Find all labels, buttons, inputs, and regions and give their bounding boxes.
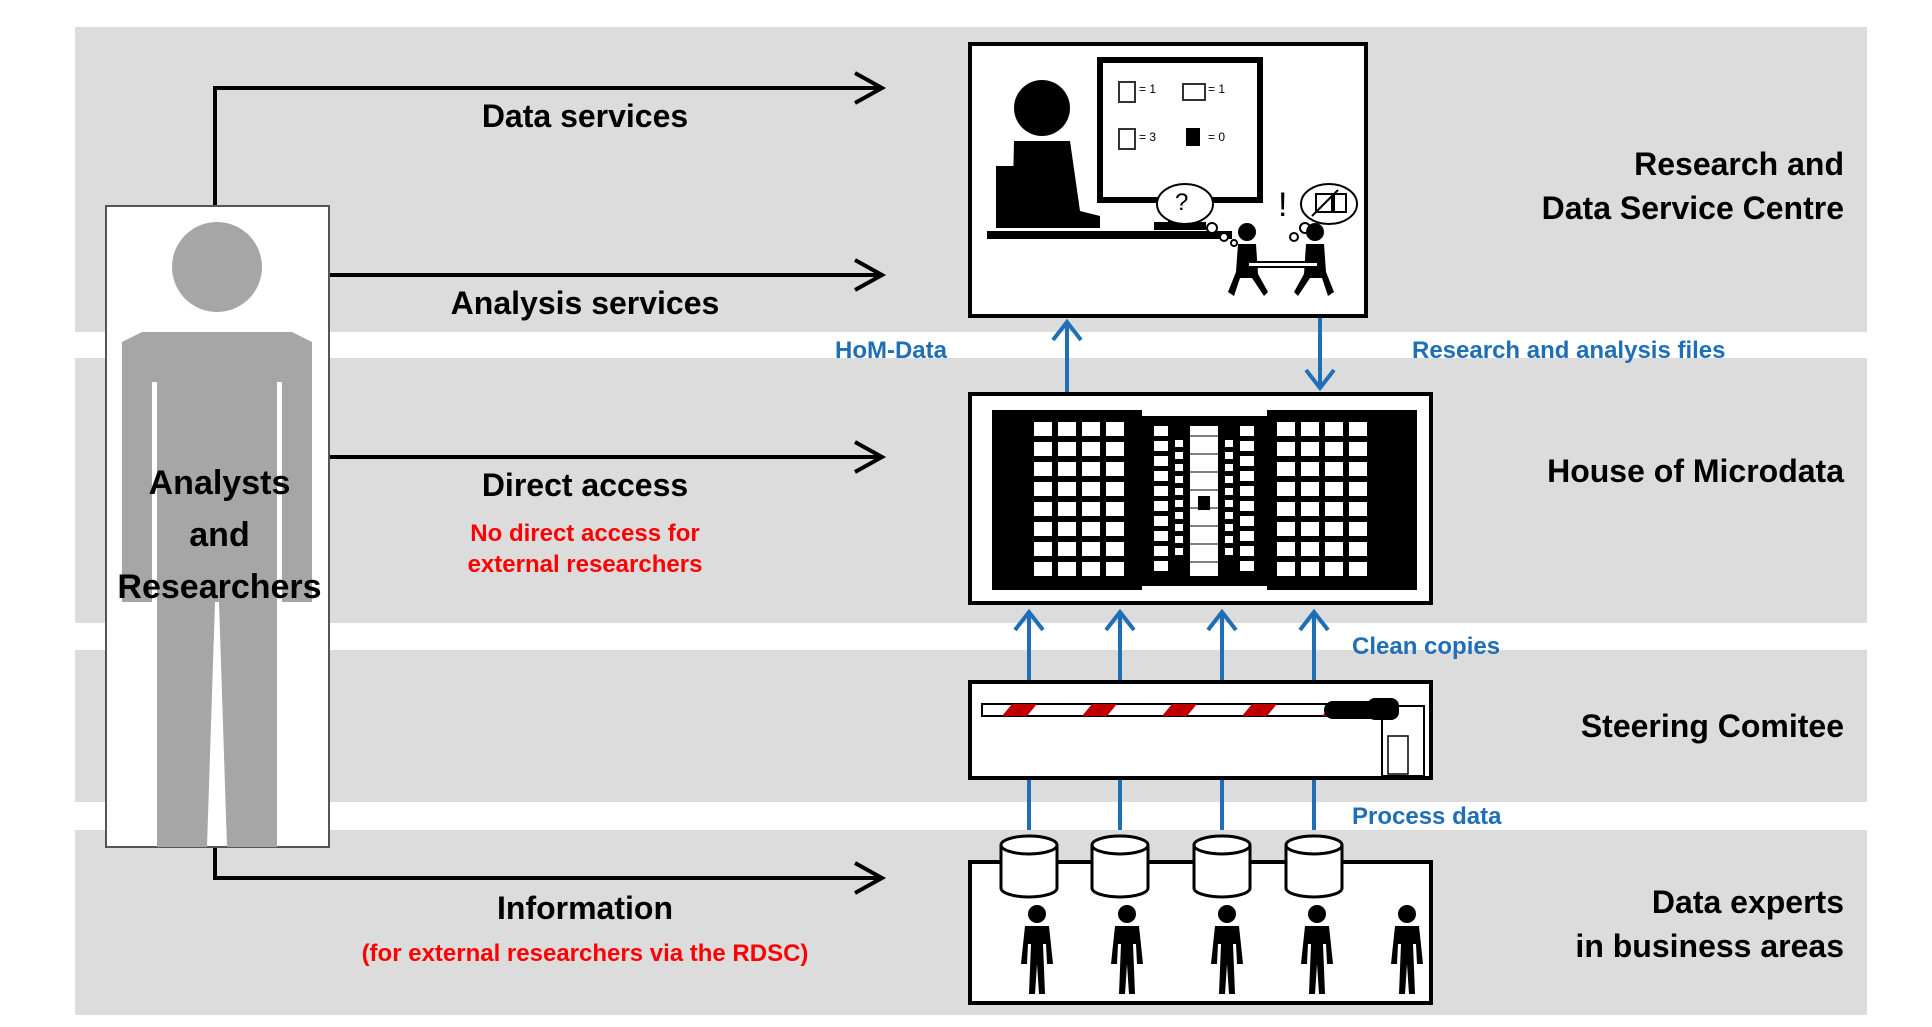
database-cylinder-icon <box>999 834 1059 899</box>
exclamation-mark: ! <box>1278 186 1288 224</box>
rdsc-label-line2: Data Service Centre <box>1541 190 1844 226</box>
experts-label-line1: Data experts <box>1651 884 1844 920</box>
actor-label-line3: Researchers <box>117 568 322 606</box>
direct-access-note-line2: external researchers <box>467 551 703 578</box>
page-icon <box>1118 128 1136 150</box>
actor-box: Analysts and Researchers <box>105 205 330 848</box>
actor-label-line1: Analysts <box>148 464 291 502</box>
flow-analysis-services-arrow <box>330 258 887 292</box>
steering-panel <box>968 680 1433 780</box>
doc-count: = 1 <box>1139 82 1157 96</box>
analysis-services-label: Analysis services <box>450 285 720 321</box>
barrier-gate-icon <box>981 698 1425 777</box>
information-note: (for external researchers via the RDSC) <box>361 940 809 967</box>
rdsc-panel: = 1 = 1 = 3 = 0 ? ! <box>968 42 1368 318</box>
flow-information-arrow <box>213 848 887 895</box>
doc-icon <box>1118 81 1136 103</box>
flow-direct-access-arrow <box>330 440 887 474</box>
expert-person-icon <box>1211 905 1243 994</box>
expert-person-icon <box>1111 905 1143 994</box>
experts-label: Data experts in business areas <box>1380 880 1844 968</box>
hom-label: House of Microdata <box>1547 453 1844 489</box>
direct-access-note-line1: No direct access for <box>470 520 700 547</box>
clean-copies-label: Clean copies <box>1352 633 1501 660</box>
person-silhouette-icon <box>122 222 312 847</box>
page-count: = 3 <box>1139 130 1157 144</box>
database-cylinder-icon <box>1192 834 1252 899</box>
information-label: Information <box>497 890 673 926</box>
process-data-label: Process data <box>1352 803 1502 830</box>
expert-person-icon <box>1391 905 1423 994</box>
database-cylinder-icon <box>1090 834 1150 899</box>
steering-label: Steering Comitee <box>1580 708 1844 744</box>
hom-panel <box>968 392 1433 605</box>
direct-access-label: Direct access <box>481 467 689 503</box>
rdsc-label: Research and Data Service Centre <box>1380 142 1844 230</box>
filled-icon <box>1186 128 1200 146</box>
direct-access-note: No direct access for external researcher… <box>380 518 790 580</box>
flow-data-services-arrow <box>213 71 887 210</box>
server-room-icon <box>992 410 1417 590</box>
hom-data-label: HoM-Data <box>835 337 947 364</box>
data-services-label: Data services <box>481 98 689 134</box>
question-mark: ? <box>1175 189 1189 216</box>
research-files-arrow <box>1304 318 1336 392</box>
rdsc-label-line1: Research and <box>1634 146 1844 182</box>
experts-label-line2: in business areas <box>1575 928 1844 964</box>
discussion-icon <box>1156 183 1358 296</box>
actor-label: Analysts and Researchers <box>72 457 367 613</box>
database-cylinder-icon <box>1284 834 1344 899</box>
expert-person-icon <box>1021 905 1053 994</box>
filled-count: = 0 <box>1208 130 1226 144</box>
folder-count: = 1 <box>1208 82 1226 96</box>
hom-data-arrow <box>1051 318 1083 392</box>
actor-label-line2: and <box>189 516 250 554</box>
folder-icon <box>1182 83 1206 101</box>
research-files-label: Research and analysis files <box>1412 337 1726 364</box>
experts-people-icon <box>1021 905 1423 994</box>
expert-person-icon <box>1301 905 1333 994</box>
